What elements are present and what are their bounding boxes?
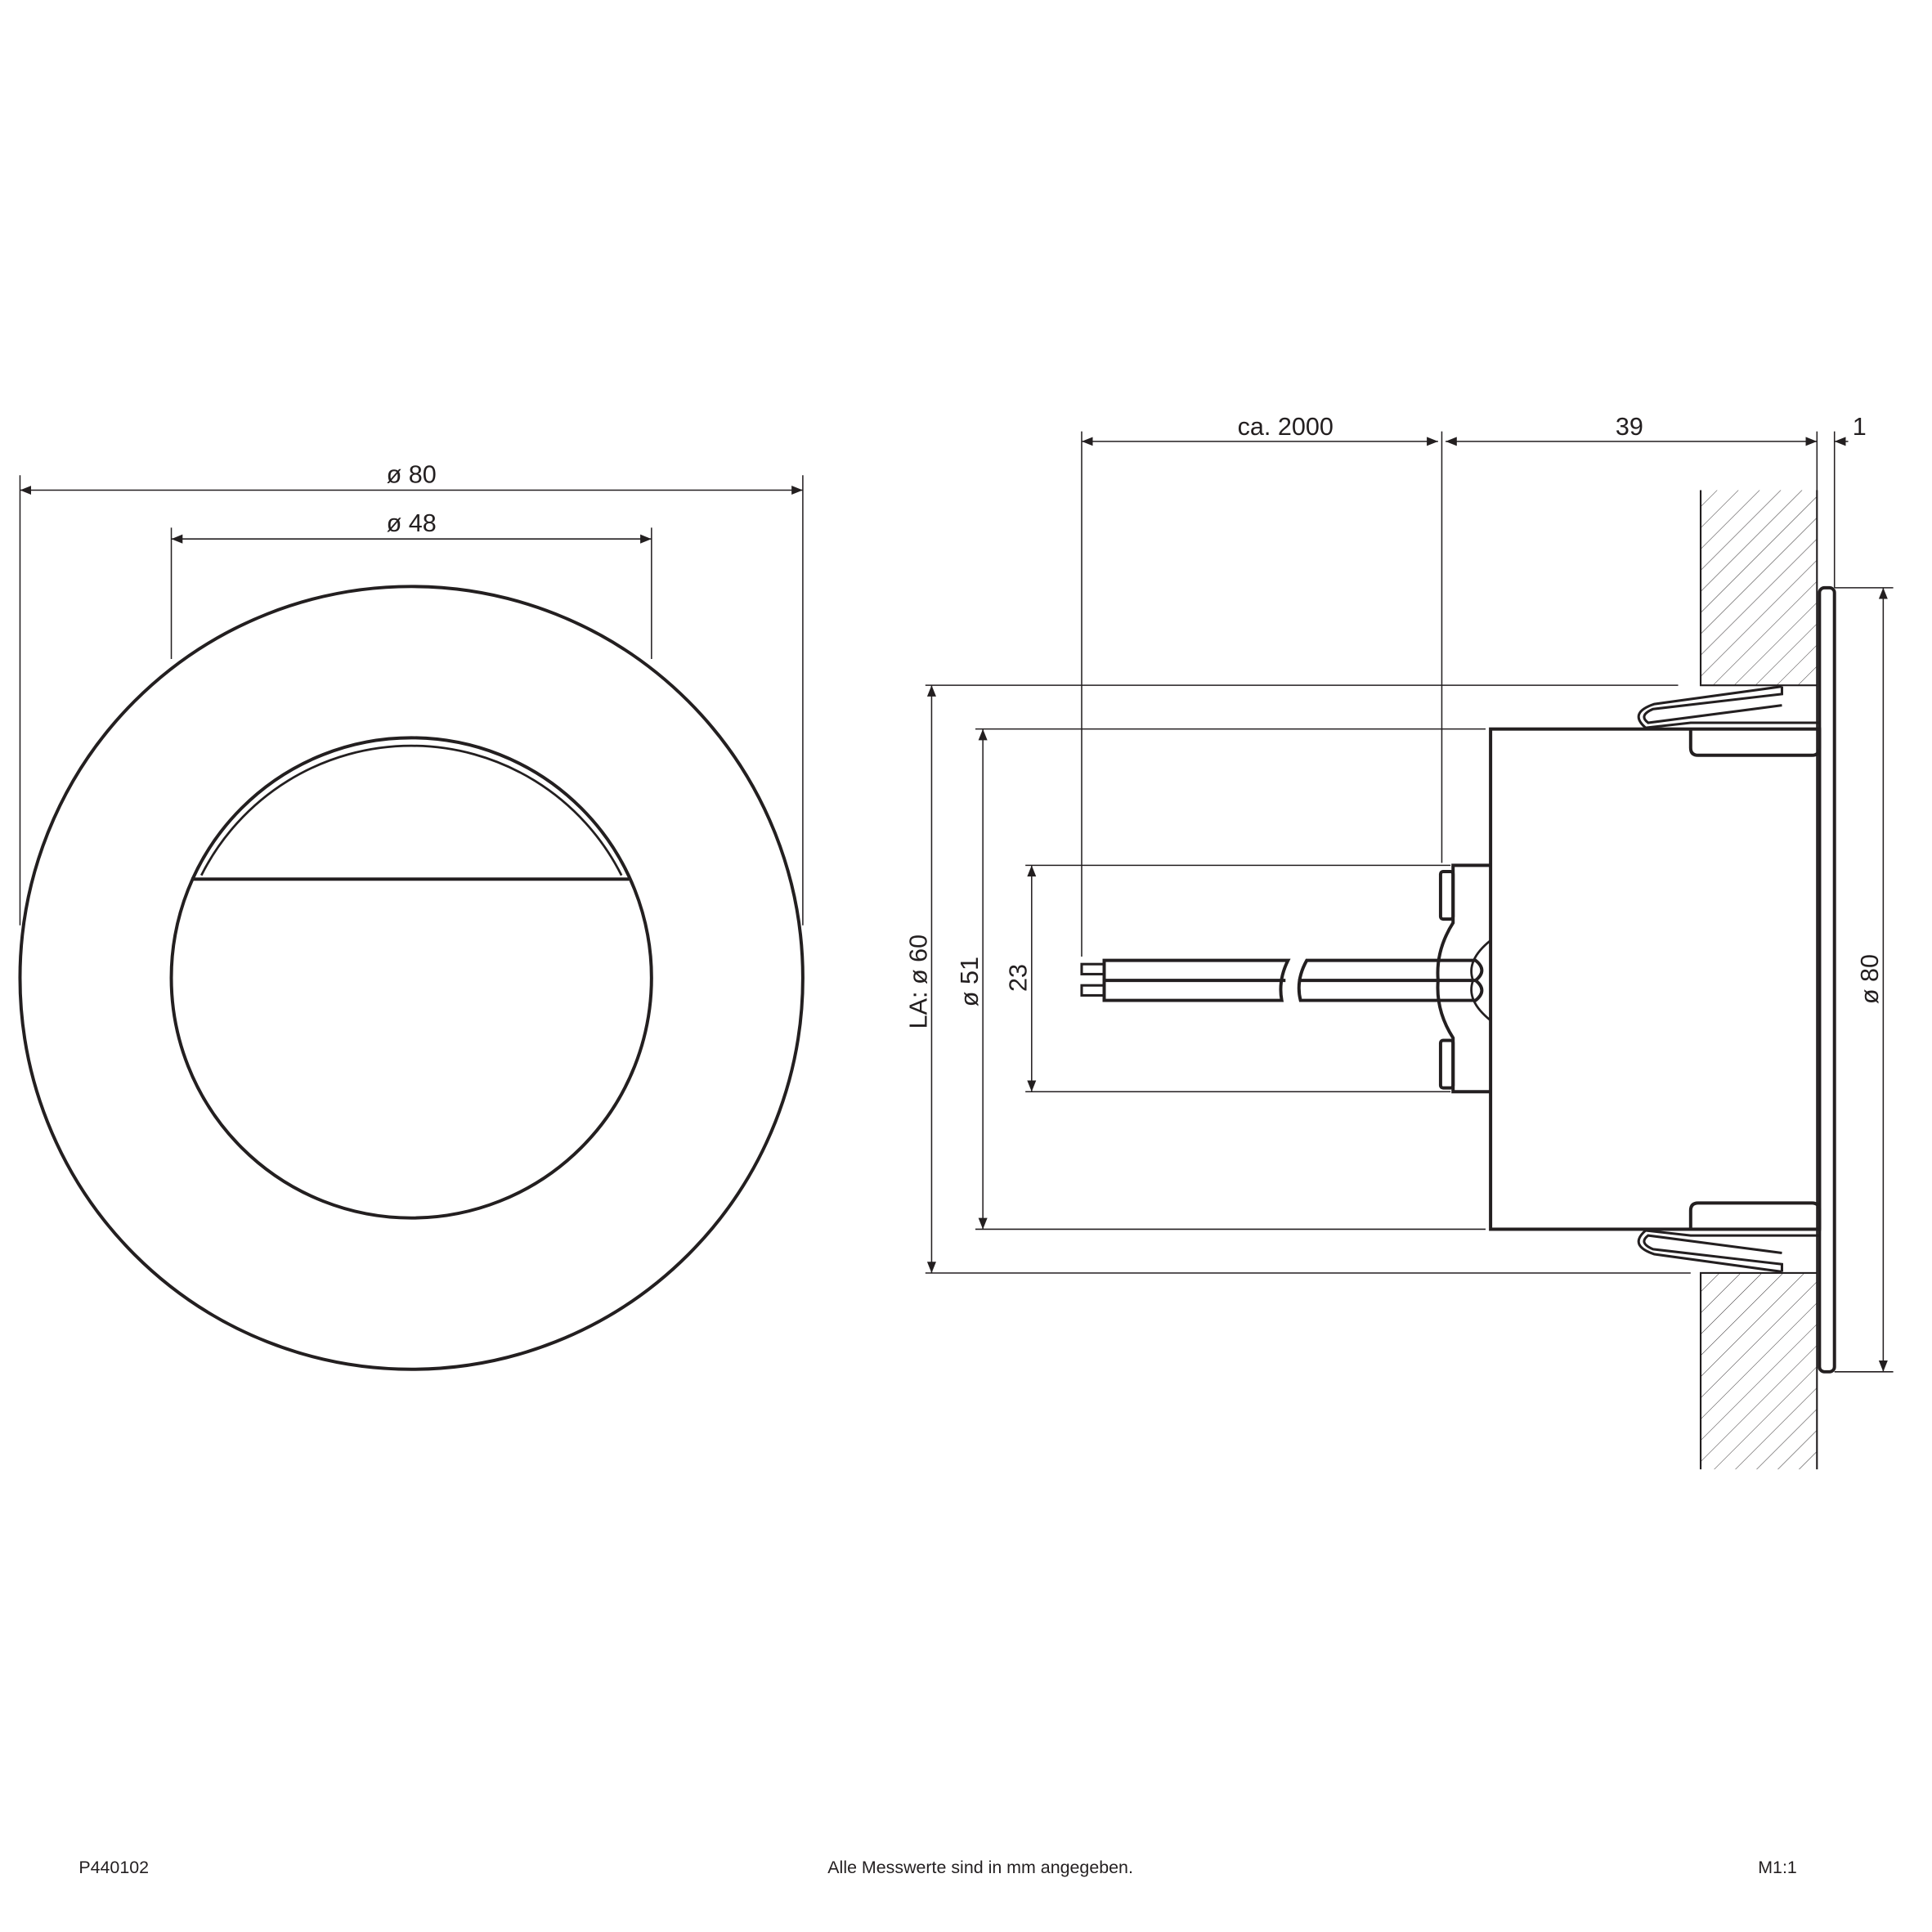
connector-block: [1436, 863, 1491, 1094]
shield-arc: [200, 744, 623, 876]
retaining-clip-top: [1688, 728, 1822, 757]
dim-label: ø 80: [387, 460, 437, 488]
dim-label: ca. 2000: [1238, 413, 1334, 441]
front-view: ø 80 ø 48: [18, 460, 805, 1371]
dim-label: 23: [1005, 964, 1033, 992]
dimension-connector-height: 23: [1005, 864, 1451, 1092]
dim-label: 1: [1853, 413, 1867, 441]
cable: [1080, 958, 1484, 1002]
dimension-body-diameter: ø 51: [956, 728, 1486, 1230]
side-view: ca. 2000 39 1 LA: ø 60 ø 51 2: [904, 413, 1894, 1470]
article-number: P440102: [78, 1858, 149, 1877]
dimension-cable-length: ca. 2000: [1081, 413, 1443, 957]
scale-label: M1:1: [1758, 1858, 1797, 1877]
wall-section: [1699, 490, 1818, 1470]
units-note: Alle Messwerte sind in mm angegeben.: [827, 1858, 1133, 1877]
inner-opening: [169, 736, 653, 1220]
outer-ring: [18, 585, 805, 1371]
dim-label: ø 51: [956, 957, 984, 1006]
retaining-clip-bottom: [1688, 1201, 1822, 1230]
footer: P440102 Alle Messwerte sind in mm angege…: [78, 1858, 1796, 1877]
dim-label: ø 48: [387, 509, 437, 537]
dimension-outer-diameter: ø 80: [19, 460, 804, 926]
dim-label: LA: ø 60: [904, 935, 932, 1029]
dimension-depth: 39: [1446, 413, 1818, 491]
dimension-flange-diameter: ø 80: [1834, 587, 1894, 1373]
dimension-inner-diameter: ø 48: [170, 509, 652, 660]
dim-label: ø 80: [1856, 954, 1884, 1004]
dim-label: 39: [1616, 413, 1643, 441]
spring-clip-bottom: [1637, 1229, 1820, 1273]
dimension-cutout: LA: ø 60: [904, 684, 1691, 1274]
spring-clip-top: [1637, 685, 1820, 729]
housing-body: [1489, 727, 1822, 1231]
flange-plate: [1818, 585, 1836, 1374]
dimension-flange-thickness: 1: [1833, 413, 1867, 588]
